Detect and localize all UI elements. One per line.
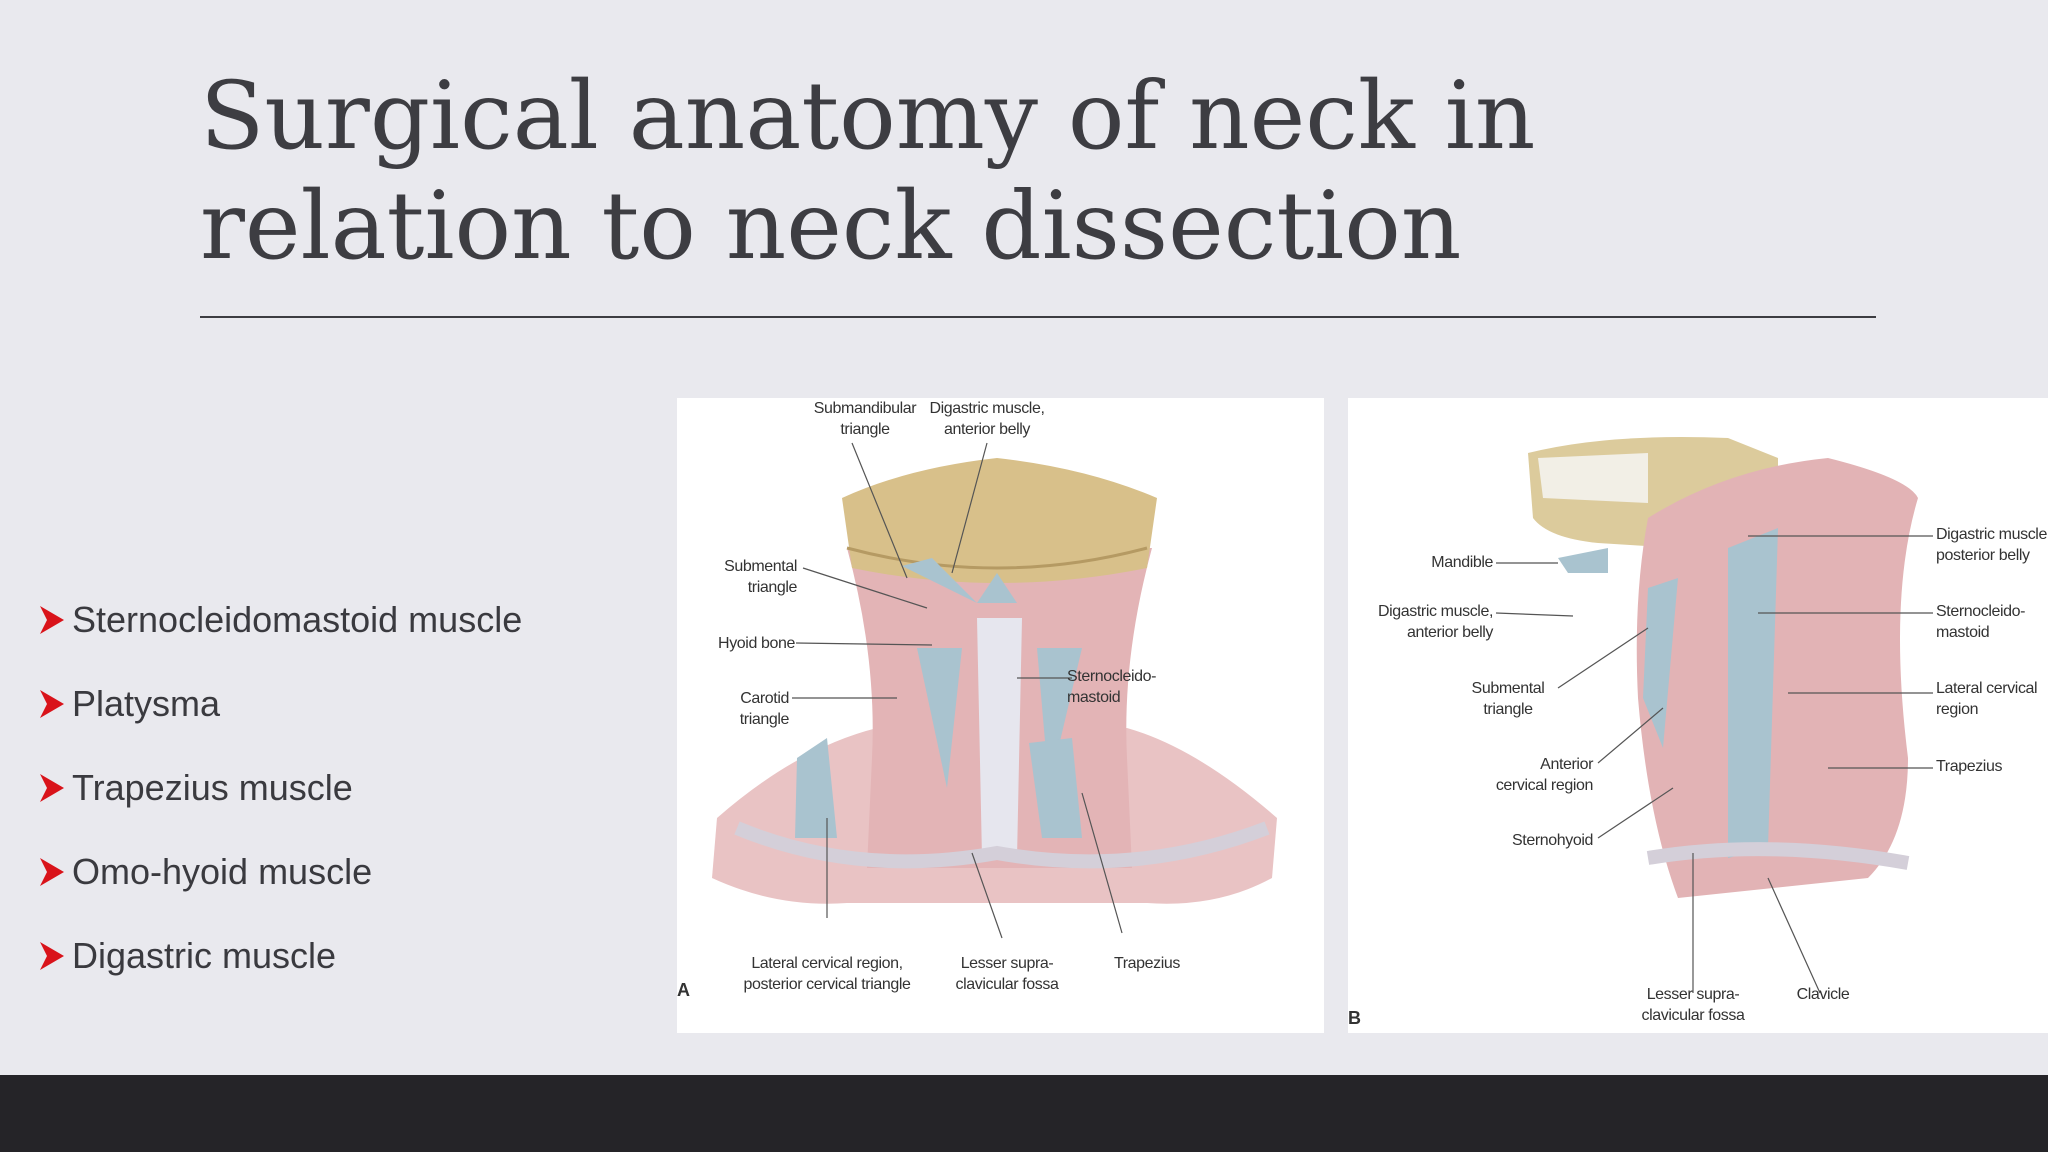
label-submental-triangle: Submental triangle	[724, 558, 797, 596]
arrow-bullet-icon	[40, 690, 64, 718]
label-trapezius: Trapezius	[1113, 955, 1181, 972]
arrow-bullet-icon	[40, 774, 64, 802]
label-submandibular-triangle: Submandibular triangle	[813, 400, 917, 438]
label-digastric-anterior-belly: Digastric muscle, anterior belly	[1377, 603, 1493, 641]
label-digastric-anterior-belly: Digastric muscle, anterior belly	[929, 400, 1045, 438]
label-trapezius: Trapezius	[1936, 758, 2003, 775]
panel-letter-a: A	[677, 980, 690, 1000]
label-submental-triangle: Submental triangle	[1471, 680, 1545, 718]
bullet-list: Sternocleidomastoid muscle Platysma Trap…	[38, 578, 522, 998]
bullet-text: Trapezius muscle	[72, 767, 353, 808]
title-divider	[200, 316, 1876, 318]
bullet-text: Digastric muscle	[72, 935, 337, 976]
arrow-bullet-icon	[40, 858, 64, 886]
slide-title-line-1: Surgical anatomy of neck in	[200, 62, 1536, 171]
bullet-item: Platysma	[38, 662, 522, 746]
bullet-item: Trapezius muscle	[38, 746, 522, 830]
label-lesser-supraclavicular-fossa: Lesser supra- clavicular fossa	[955, 955, 1059, 993]
label-anterior-cervical-region: Anterior cervical region	[1495, 756, 1594, 794]
panel-letter-b: B	[1348, 1008, 1361, 1028]
neck-anterior-illustration	[712, 442, 1277, 939]
arrow-bullet-icon	[40, 606, 64, 634]
bullet-text: Sternocleidomastoid muscle	[72, 599, 523, 640]
label-mandible: Mandible	[1431, 554, 1493, 571]
label-lateral-cervical-region: Lateral cervical region	[1936, 680, 2038, 718]
bullet-text: Platysma	[72, 683, 221, 724]
label-carotid-triangle: Carotid triangle	[739, 690, 790, 728]
bullet-item: Digastric muscle	[38, 914, 522, 998]
label-lesser-supraclavicular-fossa: Lesser supra- clavicular fossa	[1641, 986, 1745, 1024]
label-lateral-cervical-region: Lateral cervical region, posterior cervi…	[743, 955, 911, 993]
neck-lateral-illustration	[1495, 437, 1933, 994]
slide-title-line-2: relation to neck dissection	[200, 172, 1462, 281]
slide-title: Surgical anatomy of neck in relation to …	[200, 62, 1900, 282]
label-sternohyoid: Sternohyoid	[1512, 832, 1593, 849]
bullet-text: Omo-hyoid muscle	[72, 851, 373, 892]
label-hyoid-bone: Hyoid bone	[718, 635, 795, 652]
anatomy-figure-anterior: Submandibular triangle Digastric muscle,…	[677, 398, 1324, 1033]
label-sternocleidomastoid: Sternocleido- mastoid	[1067, 668, 1157, 706]
label-digastric-posterior-belly: Digastric muscle posterior belly	[1936, 526, 2047, 564]
anatomy-figure-lateral: Mandible Digastric muscle, anterior bell…	[1348, 398, 2048, 1033]
label-clavicle: Clavicle	[1796, 986, 1850, 1003]
label-sternocleidomastoid: Sternocleido- mastoid	[1936, 603, 2026, 641]
bullet-item: Omo-hyoid muscle	[38, 830, 522, 914]
footer-bar	[0, 1075, 2048, 1152]
arrow-bullet-icon	[40, 942, 64, 970]
bullet-item: Sternocleidomastoid muscle	[38, 578, 522, 662]
